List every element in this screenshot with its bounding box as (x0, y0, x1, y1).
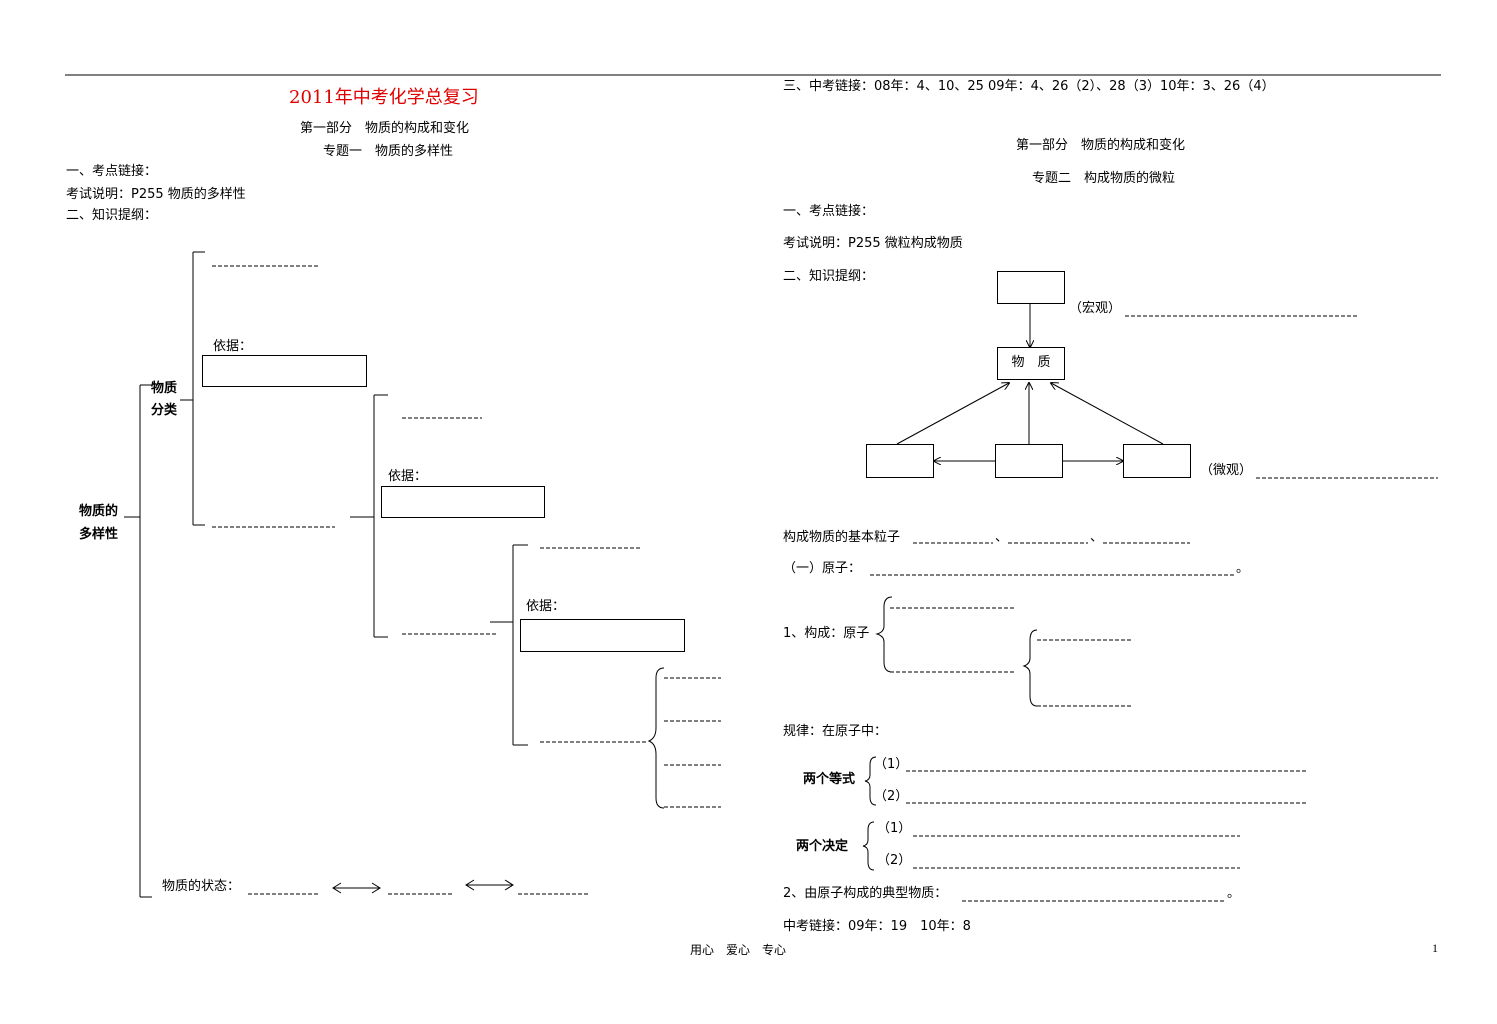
topic-heading: 专题一 物质的多样性 (323, 144, 454, 159)
two-decides-label: 两个决定 (796, 839, 849, 854)
basis-box-1 (202, 355, 367, 387)
macro-label: （宏观） (1069, 301, 1122, 316)
decide-2-label: （2） (877, 853, 912, 868)
particle-box-middle (995, 444, 1063, 478)
atom-end: 。 (1236, 561, 1250, 576)
decide-1-label: （1） (877, 821, 912, 836)
basis-box-2 (381, 486, 545, 518)
two-equations-label: 两个等式 (803, 772, 856, 787)
state-label: 物质的状态： (162, 879, 241, 894)
substance-box: 物 质 (997, 347, 1065, 380)
separator-2: 、 (1090, 530, 1104, 545)
particle-box-left (866, 444, 934, 478)
separator-1: 、 (995, 530, 1009, 545)
page-number: 1 (1432, 941, 1438, 955)
root-label-line2: 多样性 (79, 527, 119, 542)
page-title: 2011年中考化学总复习 (289, 87, 479, 108)
part-heading: 第一部分 物质的构成和变化 (300, 121, 470, 136)
micro-label: （微观） (1200, 463, 1253, 478)
typical-substances-label: 2、由原子构成的典型物质： (783, 886, 948, 901)
equation-1-label: （1） (874, 757, 909, 772)
rule-label: 规律：在原子中： (783, 724, 888, 739)
footer-motto: 用心 爱心 专心 (690, 943, 787, 957)
section-exam-link-right: 一、考点链接： (783, 204, 875, 219)
typical-end: 。 (1227, 886, 1241, 901)
classification-label-line1: 物质 (151, 381, 178, 396)
exam-link-bottom: 中考链接：09年：19 10年：8 (783, 919, 971, 934)
root-label-line1: 物质的 (79, 504, 119, 519)
section-exam-link: 一、考点链接： (66, 164, 158, 179)
section-outline: 二、知识提纲： (66, 208, 158, 223)
classification-label-line2: 分类 (151, 403, 178, 418)
atom-label: （一）原子： (783, 561, 862, 576)
section-outline-right: 二、知识提纲： (783, 269, 875, 284)
structure-label: 1、构成：原子 (783, 626, 870, 641)
equation-2-label: （2） (874, 789, 909, 804)
basis-label-1: 依据： (213, 339, 253, 354)
basis-box-3 (520, 619, 685, 652)
topic-heading-right: 专题二 构成物质的微粒 (1032, 171, 1176, 186)
basis-label-2: 依据： (388, 469, 428, 484)
exam-note-right: 考试说明：P255 微粒构成物质 (783, 236, 963, 251)
basic-particles-label: 构成物质的基本粒子 (783, 530, 901, 545)
exam-link-years: 三、中考链接：08年：4、10、25 09年：4、26（2）、28（3）10年：… (783, 79, 1275, 94)
exam-note: 考试说明：P255 物质的多样性 (66, 187, 246, 202)
element-box (997, 271, 1065, 304)
part-heading-right: 第一部分 物质的构成和变化 (1016, 138, 1186, 153)
particle-box-right (1123, 444, 1191, 478)
basis-label-3: 依据： (526, 599, 566, 614)
